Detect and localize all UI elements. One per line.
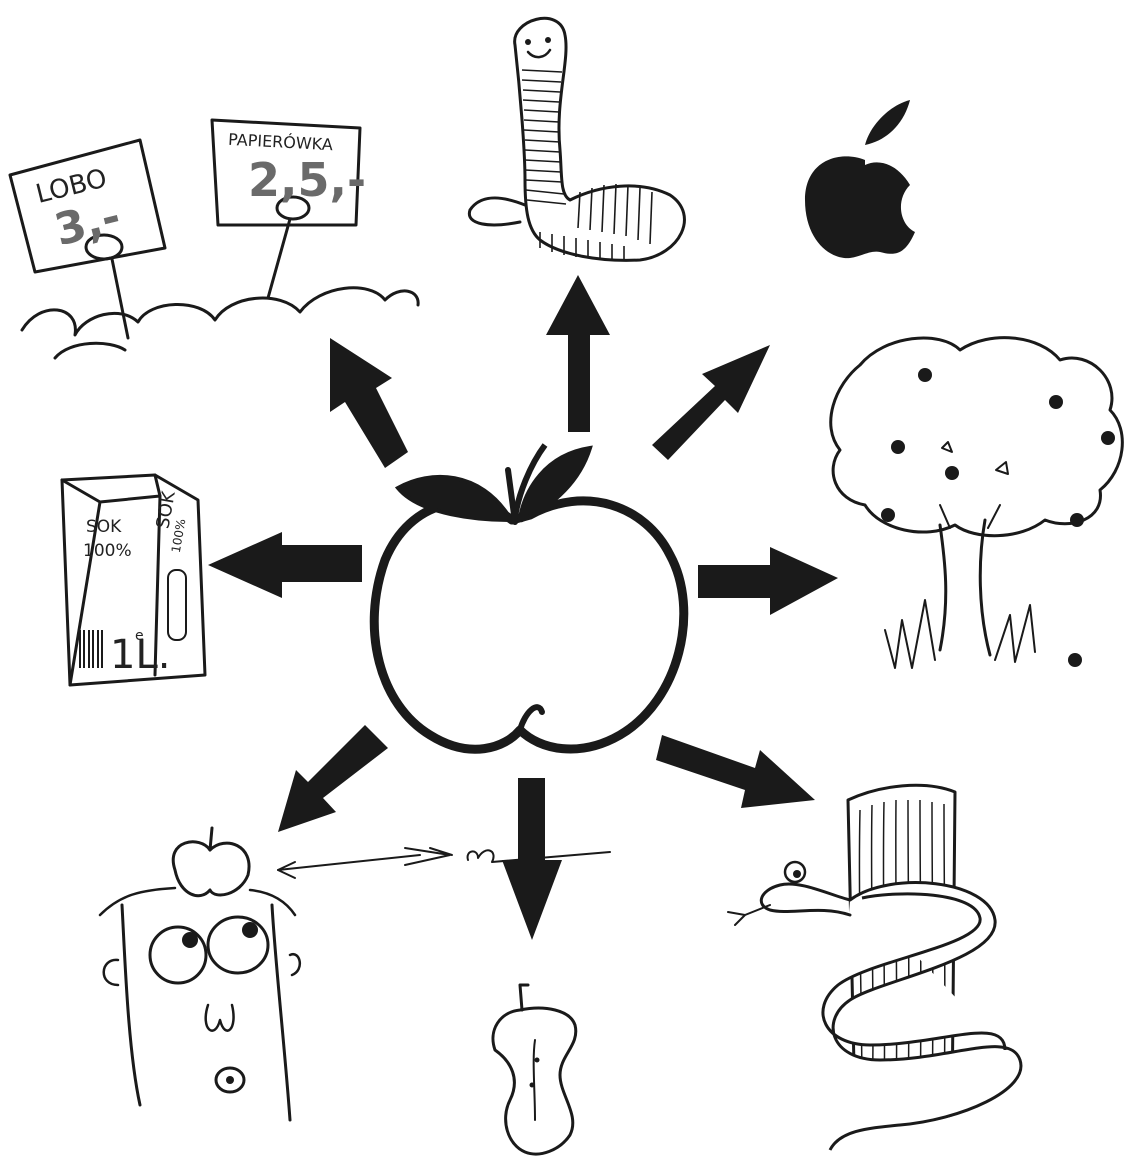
worm-icon bbox=[469, 18, 684, 260]
arrow-down-left bbox=[278, 725, 388, 832]
arrow-up bbox=[546, 275, 610, 432]
arrow-down-right bbox=[656, 735, 815, 808]
apple-logo-icon bbox=[805, 100, 915, 258]
juice-currency: e bbox=[135, 628, 144, 644]
juice-front-percent: 100% bbox=[83, 541, 132, 561]
juice-front-label: SOK bbox=[86, 517, 122, 537]
arrow-up-right bbox=[652, 345, 770, 460]
arrow-left bbox=[208, 532, 362, 598]
arrows bbox=[208, 275, 838, 940]
arrow-up-left bbox=[330, 338, 408, 468]
serpent-tree-icon bbox=[728, 785, 1021, 1150]
central-apple bbox=[374, 445, 684, 749]
apple-core-icon bbox=[493, 985, 576, 1154]
sign-right-price: 2,5,- bbox=[248, 153, 366, 207]
price-signs-icon: LOBO 3,- PAPIERÓWKA 2,5,- bbox=[10, 120, 418, 358]
juice-carton-icon: SOK 100% SOK 100% 1L. e bbox=[62, 475, 205, 685]
sign-right-name: PAPIERÓWKA bbox=[228, 130, 334, 154]
apple-tree-icon bbox=[831, 338, 1123, 668]
arrow-right bbox=[698, 547, 838, 615]
